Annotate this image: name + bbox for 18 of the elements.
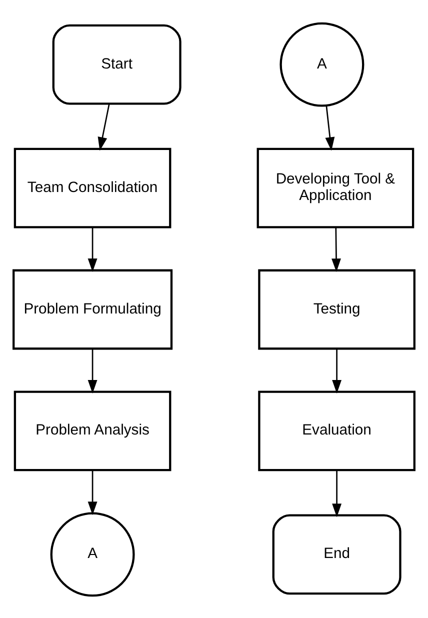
arrow — [332, 470, 342, 517]
node-box: Team Consolidation — [14, 147, 172, 228]
arrow — [88, 470, 98, 515]
node-box: Problem Analysis — [14, 390, 172, 471]
node-box: End — [272, 514, 402, 594]
arrow — [332, 348, 342, 393]
arrow — [325, 106, 335, 150]
node-box: Start — [52, 24, 182, 104]
node-box: Evaluation — [258, 390, 416, 471]
node-box: Testing — [258, 268, 416, 350]
arrow — [88, 227, 98, 272]
arrow — [88, 348, 98, 393]
node-box: Problem Formulating — [12, 268, 173, 350]
node-circle: A — [280, 22, 364, 106]
node-box: Developing Tool & Application — [256, 147, 414, 228]
arrow — [98, 104, 110, 150]
node-circle: A — [50, 512, 135, 596]
arrow — [332, 227, 341, 272]
